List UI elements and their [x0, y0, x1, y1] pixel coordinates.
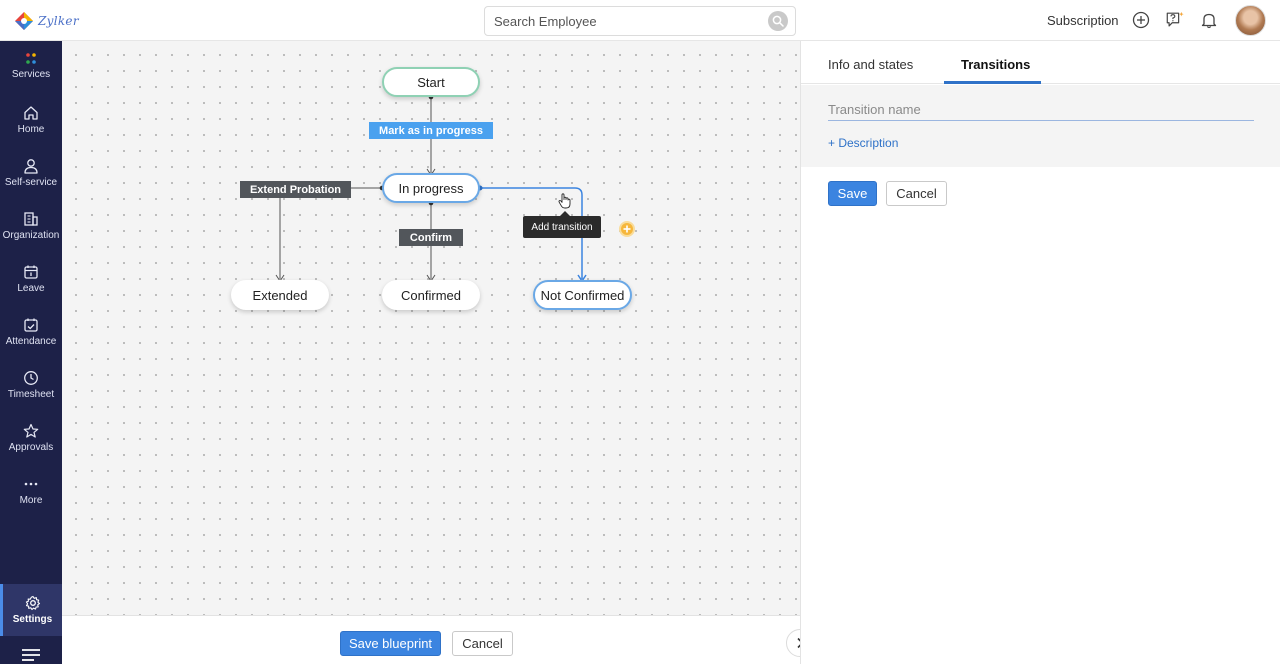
state-label: Start — [417, 74, 445, 90]
zylker-logo[interactable]: Zylker — [14, 10, 79, 32]
services-dots-icon — [26, 53, 36, 64]
gear-icon — [25, 595, 40, 611]
tab-info-and-states[interactable]: Info and states — [828, 57, 914, 72]
transition-label: Mark as in progress — [379, 124, 483, 137]
help-icon — [1166, 11, 1184, 27]
tooltip-text: Add transition — [531, 221, 593, 233]
state-node-extended[interactable]: Extended — [231, 280, 329, 310]
sidebar-item-label: Home — [17, 124, 45, 135]
search-icon — [772, 15, 784, 27]
hamburger-icon — [22, 649, 40, 661]
add-transition-tooltip: Add transition — [523, 211, 601, 238]
home-icon — [24, 106, 38, 120]
sidebar-item-leave[interactable]: Leave — [0, 253, 62, 305]
bell-icon — [1201, 13, 1217, 29]
state-node-confirmed[interactable]: Confirmed — [382, 280, 480, 310]
add-transition-handle[interactable] — [619, 221, 635, 237]
calendar-check-icon — [24, 318, 38, 332]
search-input[interactable] — [485, 7, 755, 35]
sidebar-item-timesheet[interactable]: Timesheet — [0, 359, 62, 411]
transition-form: + Description — [801, 85, 1280, 167]
plus-icon — [623, 225, 631, 233]
add-description-link[interactable]: + Description — [828, 136, 899, 150]
star-icon — [23, 423, 39, 438]
transition-mark-as-in-progress[interactable]: Mark as in progress — [369, 122, 493, 139]
state-node-in-progress[interactable]: In progress — [382, 173, 480, 203]
transition-name-input[interactable] — [828, 99, 1254, 121]
sidebar-item-label: Self-service — [4, 177, 58, 188]
sidebar-item-label: Attendance — [5, 336, 57, 347]
sidebar-item-label: Approvals — [8, 442, 54, 453]
notifications-button[interactable] — [1199, 10, 1219, 30]
logo-mark-icon — [15, 12, 33, 30]
sidebar-item-home[interactable]: Home — [0, 94, 62, 146]
sidebar-item-settings[interactable]: Settings — [0, 584, 62, 636]
avatar[interactable] — [1235, 5, 1266, 36]
sidebar-item-label: Settings — [12, 614, 53, 625]
active-tab-indicator — [944, 81, 1041, 84]
sidebar-item-label: Leave — [17, 283, 45, 294]
search-button[interactable] — [768, 11, 788, 31]
state-label: Extended — [252, 287, 308, 303]
transition-label: Extend Probation — [249, 183, 342, 196]
sidebar-item-self-service[interactable]: Self-service — [0, 147, 62, 199]
subscription-link[interactable]: Subscription — [1047, 13, 1119, 28]
person-icon — [24, 159, 38, 174]
top-bar: Zylker Subscription — [0, 0, 1280, 41]
sidebar: Services Home Self-service Organization — [0, 41, 62, 664]
sidebar-item-label: Organization — [2, 230, 60, 241]
sidebar-item-label: More — [19, 495, 43, 506]
panel-tabs: Info and states Transitions — [801, 41, 1280, 84]
add-button[interactable] — [1131, 10, 1151, 30]
transition-panel: Info and states Transitions + Descriptio… — [800, 41, 1280, 664]
transition-extend-probation[interactable]: Extend Probation — [240, 181, 351, 198]
help-button[interactable] — [1165, 10, 1185, 30]
logo-text: Zylker — [38, 14, 79, 28]
calendar-icon — [24, 265, 38, 279]
sidebar-item-organization[interactable]: Organization — [0, 200, 62, 252]
state-node-not-confirmed[interactable]: Not Confirmed — [533, 280, 632, 310]
transition-confirm[interactable]: Confirm — [399, 229, 463, 246]
state-label: In progress — [398, 180, 464, 196]
save-transition-button[interactable]: Save — [828, 181, 877, 206]
cancel-blueprint-button[interactable]: Cancel — [452, 631, 513, 656]
save-blueprint-button[interactable]: Save blueprint — [340, 631, 441, 656]
sidebar-item-more[interactable]: More — [0, 465, 62, 517]
state-label: Not Confirmed — [540, 287, 625, 303]
state-label: Confirmed — [401, 287, 461, 303]
sidebar-item-services[interactable]: Services — [0, 41, 62, 93]
sidebar-item-attendance[interactable]: Attendance — [0, 306, 62, 358]
sidebar-item-label: Services — [11, 69, 51, 80]
cancel-transition-button[interactable]: Cancel — [886, 181, 947, 206]
tab-transitions[interactable]: Transitions — [961, 57, 1031, 72]
building-icon — [24, 212, 38, 226]
more-dots-icon — [24, 482, 38, 486]
hand-cursor-icon — [558, 193, 571, 209]
sidebar-item-label: Timesheet — [7, 389, 55, 400]
search-box[interactable] — [484, 6, 796, 36]
clock-icon — [24, 371, 38, 385]
sidebar-menu-button[interactable] — [21, 648, 41, 667]
transition-label: Confirm — [409, 231, 453, 244]
blueprint-canvas[interactable]: Start Mark as in progress In progress Ex… — [62, 41, 800, 615]
sidebar-item-approvals[interactable]: Approvals — [0, 412, 62, 464]
canvas-footer: Save blueprint Cancel — [62, 615, 800, 664]
state-node-start[interactable]: Start — [382, 67, 480, 97]
plus-circle-icon — [1132, 11, 1150, 29]
